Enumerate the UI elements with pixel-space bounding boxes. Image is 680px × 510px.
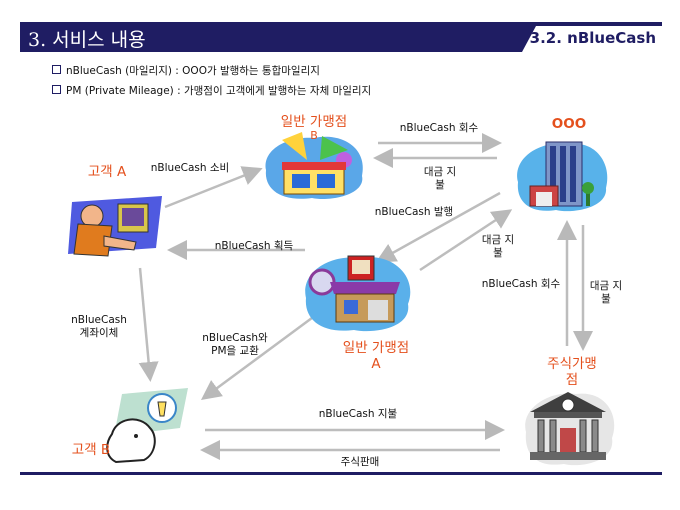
customer-a-label: 고객 A <box>87 164 127 180</box>
bullet-pm: PM (Private Mileage) : 가맹점이 고객에게 발행하는 자체… <box>52 83 371 98</box>
company-building-icon <box>517 141 608 212</box>
section-tab: 3.2. nBlueCash <box>522 26 662 52</box>
customer-b-icon <box>106 388 188 464</box>
arrow-storea-to-company <box>419 209 513 272</box>
bullet-box-icon <box>52 65 61 74</box>
company-label: OOO <box>551 116 587 132</box>
arrow-transfer <box>138 267 159 382</box>
customer-b-label: 고객 B <box>71 442 111 458</box>
flow-b-to-company: nBlueCash 회수 <box>399 122 479 134</box>
customer-a-icon <box>68 196 162 257</box>
store-b-letter: B <box>310 129 318 142</box>
bullet-text: nBlueCash (마일리지) : OOO가 발행하는 통합마일리지 <box>66 65 320 77</box>
page-title: 3. 서비스 내용 <box>28 29 146 51</box>
flow-storea-to-customer: nBlueCash 획득 <box>214 240 294 252</box>
section-label: 3.2. nBlueCash <box>529 29 656 47</box>
flow-b-pays: nBlueCash 지불 <box>318 408 398 420</box>
flow-company-issue: nBlueCash 발행 <box>374 206 454 218</box>
bullet-nbluecash: nBlueCash (마일리지) : OOO가 발행하는 통합마일리지 <box>52 63 320 78</box>
flow-stock-to-company: nBlueCash 회수 <box>481 278 561 290</box>
flow-stock-sale: 주식판매 <box>340 456 380 468</box>
bullet-text: PM (Private Mileage) : 가맹점이 고객에게 발행하는 자체… <box>66 85 372 97</box>
store-a-icon <box>305 255 411 332</box>
arrow-exchange <box>200 310 321 400</box>
store-b-icon <box>265 132 363 200</box>
header-bar: 3. 서비스 내용 3.2. nBlueCash <box>20 22 662 52</box>
arrow-a-to-b <box>164 166 263 209</box>
flow-a-to-b: nBlueCash 소비 <box>150 162 230 174</box>
arrow-company-issue <box>375 191 501 263</box>
stock-store-bank-icon <box>525 392 615 466</box>
footer-divider <box>20 472 662 475</box>
bullet-box-icon <box>52 85 61 94</box>
store-b-label: 일반 가맹점 <box>280 114 348 130</box>
